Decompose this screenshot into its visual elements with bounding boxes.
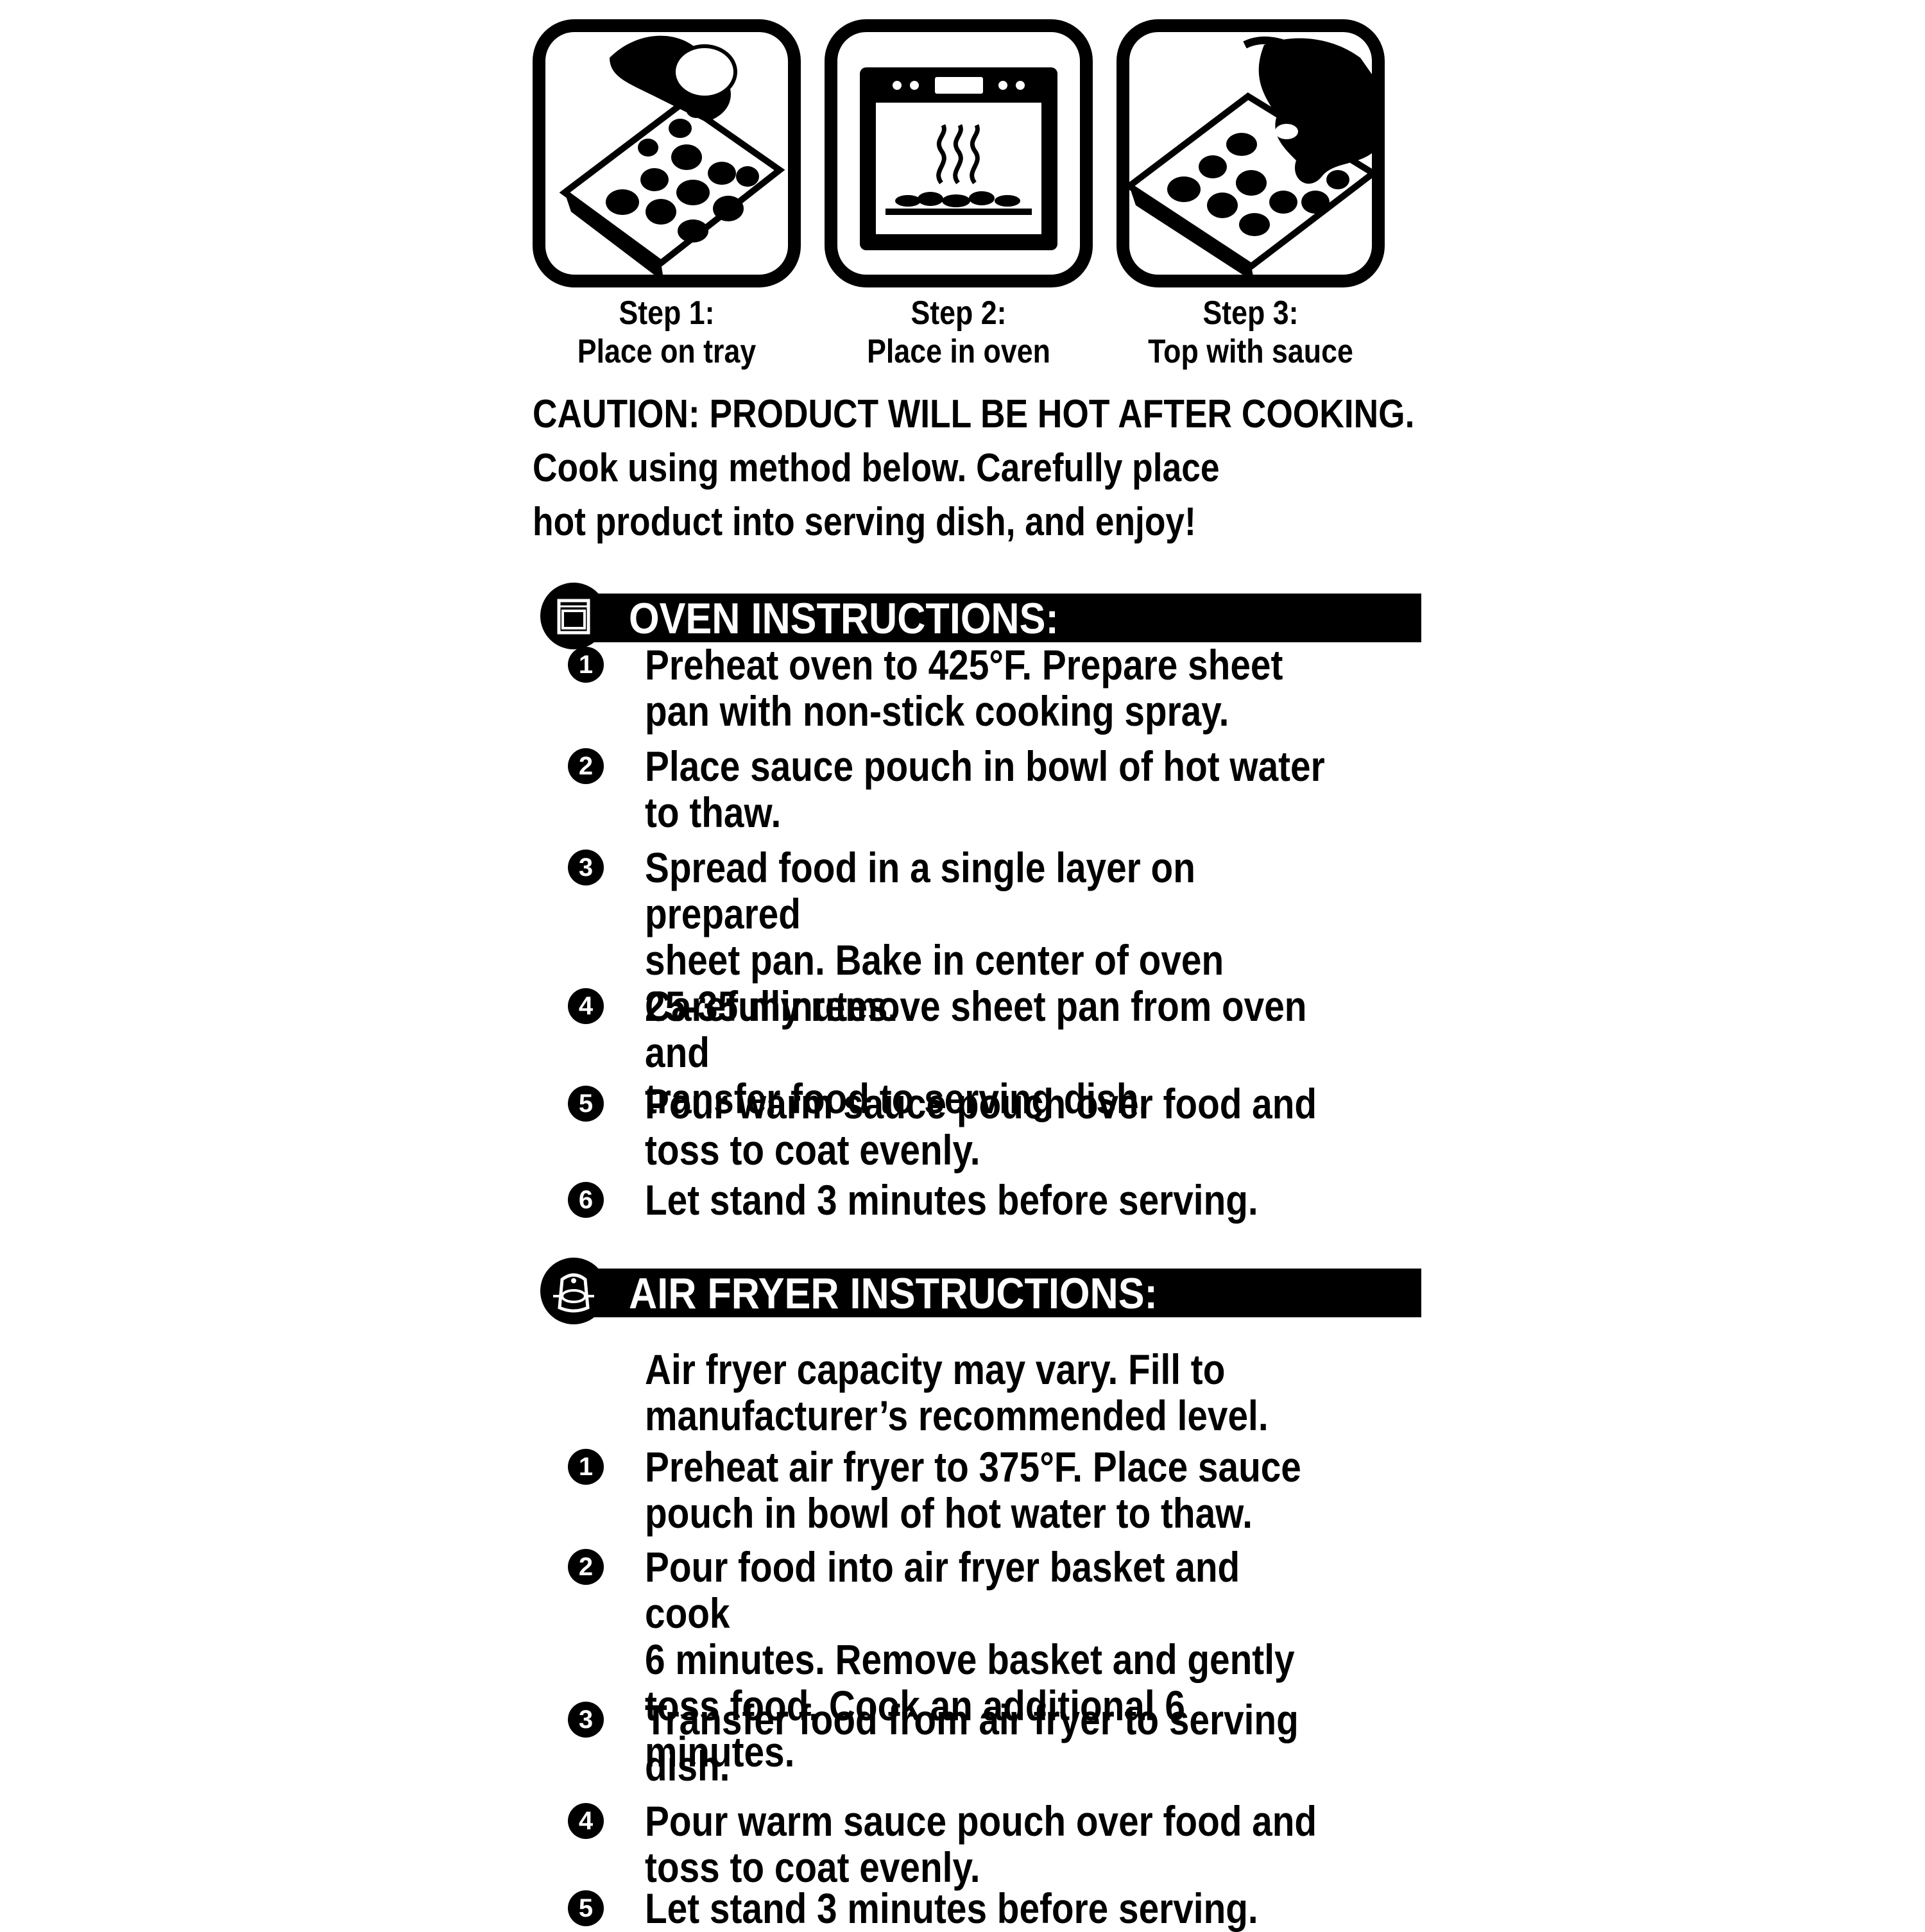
step-caption-1: Step 1: Place on tray xyxy=(529,294,805,371)
step-text: Pour food into air fryer basket and cook… xyxy=(645,1543,1295,1775)
oven-icon xyxy=(539,581,608,651)
step-text: Top with sauce xyxy=(1148,333,1353,370)
step-text: Place in oven xyxy=(867,333,1050,370)
header-bar xyxy=(571,594,1421,642)
step-text: Spread food in a single layer on prepare… xyxy=(645,844,1224,1030)
step-title: Step 2: xyxy=(911,295,1007,332)
air-fryer-section-header: AIR FRYER INSTRUCTIONS: xyxy=(539,1256,1421,1326)
step-text: Preheat air fryer to 375°F. Place sauce … xyxy=(645,1443,1301,1537)
oven-icon xyxy=(825,19,1093,287)
step-number: 2 xyxy=(568,1549,604,1585)
caution-line: CAUTION: PRODUCT WILL BE HOT AFTER COOKI… xyxy=(533,392,1415,436)
step-caption-3: Step 3: Top with sauce xyxy=(1113,294,1389,371)
step-title: Step 1: xyxy=(619,295,715,332)
step-number: 1 xyxy=(568,647,604,683)
step-icons-row: Step 1: Place on tray xyxy=(533,19,1425,385)
tray-icon xyxy=(533,19,801,287)
step-text: Place on tray xyxy=(577,333,757,370)
step-text: Let stand 3 minutes before serving. xyxy=(645,1176,1258,1224)
step-text: Pour warm sauce pouch over food and toss… xyxy=(645,1797,1317,1891)
oven-section-header: OVEN INSTRUCTIONS: xyxy=(539,581,1421,651)
step-number: 5 xyxy=(568,1890,604,1926)
caution-text: CAUTION: PRODUCT WILL BE HOT AFTER COOKI… xyxy=(533,388,1415,549)
step-number: 3 xyxy=(568,850,604,885)
step-caption-2: Step 2: Place in oven xyxy=(821,294,1097,371)
step-number: 3 xyxy=(568,1702,604,1738)
section-title: OVEN INSTRUCTIONS: xyxy=(629,594,1059,643)
step-number: 6 xyxy=(568,1182,604,1218)
step-number: 4 xyxy=(568,1803,604,1839)
caution-line: Cook using method below. Carefully place xyxy=(533,446,1220,490)
sauce-icon xyxy=(1116,19,1385,287)
step-text: Pour warm sauce pouch over food and toss… xyxy=(645,1080,1317,1174)
step-text: Place sauce pouch in bowl of hot water t… xyxy=(645,742,1325,836)
step-title: Step 3: xyxy=(1202,295,1299,332)
step-number: 5 xyxy=(568,1086,604,1122)
step-number: 1 xyxy=(568,1449,604,1485)
caution-line: hot product into serving dish, and enjoy… xyxy=(533,500,1196,544)
step-number: 2 xyxy=(568,748,604,784)
step-text: Carefully remove sheet pan from oven and… xyxy=(645,982,1307,1122)
step-number: 4 xyxy=(568,988,604,1024)
header-bar xyxy=(571,1269,1421,1317)
air-fryer-icon xyxy=(539,1256,608,1326)
section-title: AIR FRYER INSTRUCTIONS: xyxy=(629,1269,1158,1318)
air-fryer-note: Air fryer capacity may vary. Fill to man… xyxy=(645,1346,1269,1439)
step-text: Transfer food from air fryer to serving … xyxy=(645,1696,1299,1790)
step-text: Preheat oven to 425°F. Prepare sheet pan… xyxy=(645,641,1283,735)
step-text: Let stand 3 minutes before serving. xyxy=(645,1885,1258,1932)
